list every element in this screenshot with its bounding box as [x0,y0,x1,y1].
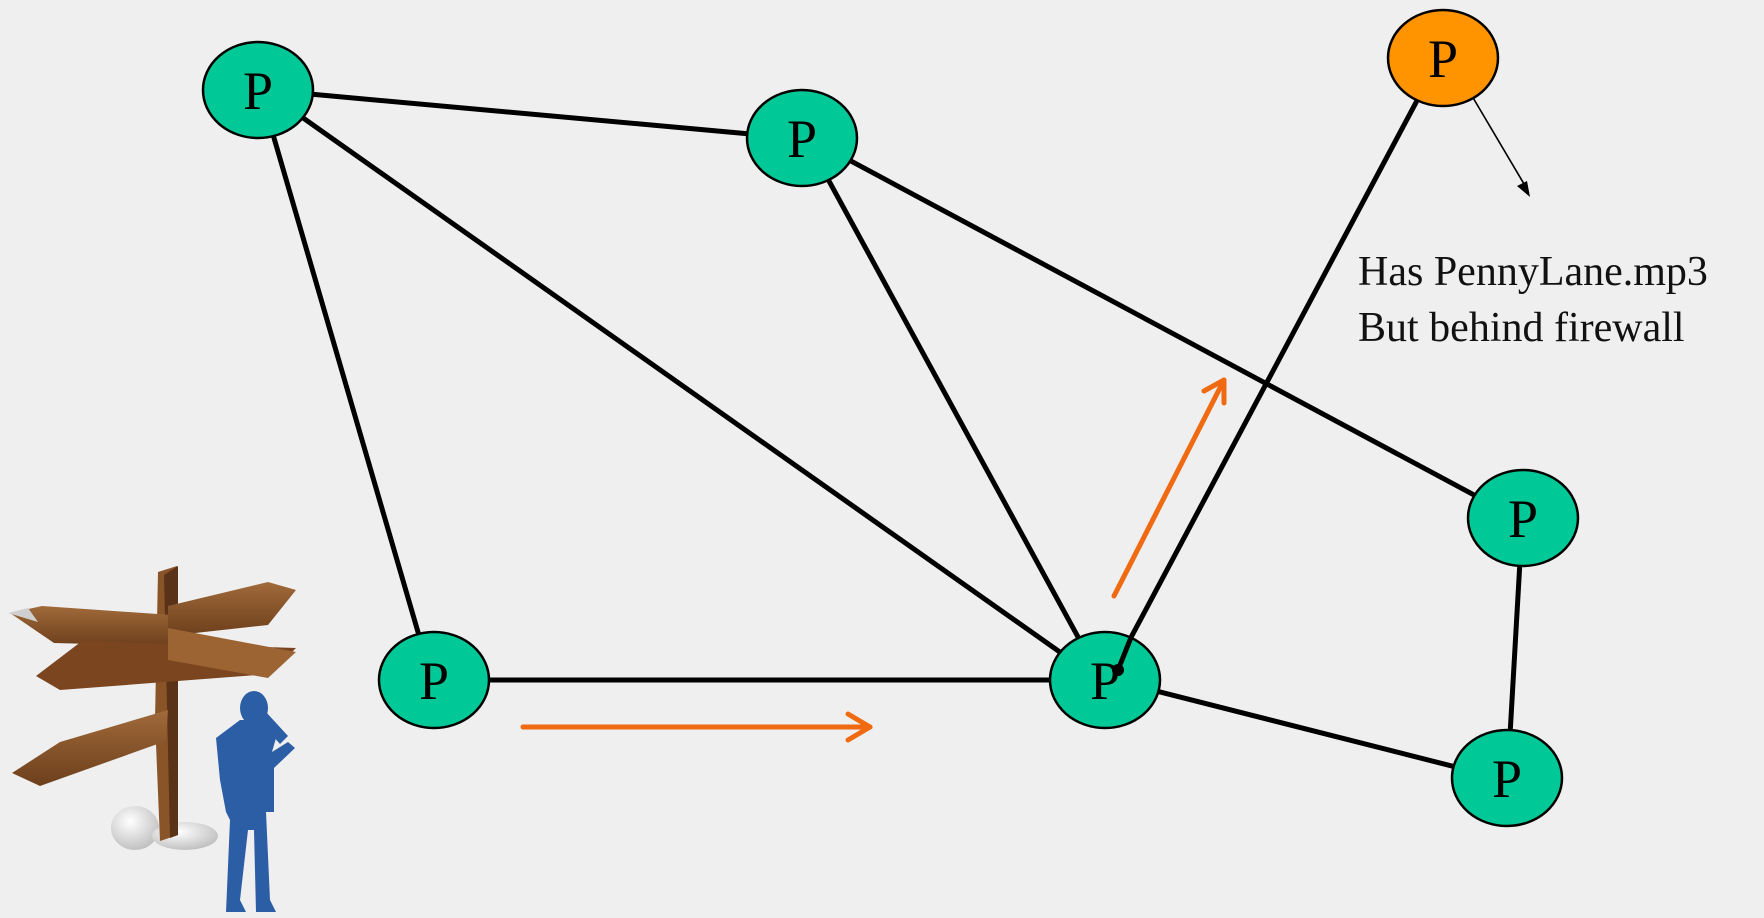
peer-node: P [1466,468,1580,568]
person-icon [216,691,295,912]
peer-node-label: P [1508,489,1538,549]
edge-n3-n6 [1129,99,1419,639]
edge-n1-n2 [311,91,749,137]
edge-n2-n4 [849,158,1476,498]
edge-n6-n7 [1156,689,1456,769]
peer-node: P [745,88,859,188]
peer-node-label: P [243,61,273,121]
peer-node-label: P [419,651,449,711]
peer-node-shape [377,630,491,730]
peer-node-shape [1450,728,1564,828]
signpost-icon [8,566,296,850]
peer-node-shape [1048,630,1162,730]
query-arrow-diagonal [1111,377,1227,599]
peer-node-label: P [1090,651,1120,711]
edge-endpoint-dot [1112,664,1124,676]
note-pointer [1471,95,1530,197]
peer-node-label: P [787,109,817,169]
firewall-note: Has PennyLane.mp3 But behind firewall [1358,249,1708,351]
peer-node-shape [1386,8,1500,108]
peer-node-shape [1466,468,1580,568]
peer-node-label: P [1492,749,1522,809]
node-layer: P P P P P P P [201,8,1580,828]
peer-node: P [1048,630,1162,730]
peer-node-label: P [1428,29,1458,89]
query-arrow-horizontal [520,711,873,743]
peer-node-shape [201,40,315,140]
note-line-1: Has PennyLane.mp3 [1358,249,1708,295]
edge-layer [271,91,1523,769]
edge-n4-n7 [1507,565,1523,731]
peer-node: P [377,630,491,730]
peer-node: P [201,40,315,140]
edge-n1-n5 [271,135,421,635]
edge-n2-n6 [826,179,1081,639]
edge-n1-n6 [301,116,1062,654]
firewalled-peer-node: P [1386,8,1500,108]
note-line-2: But behind firewall [1358,305,1685,351]
peer-node: P [1450,728,1564,828]
peer-node-shape [745,88,859,188]
